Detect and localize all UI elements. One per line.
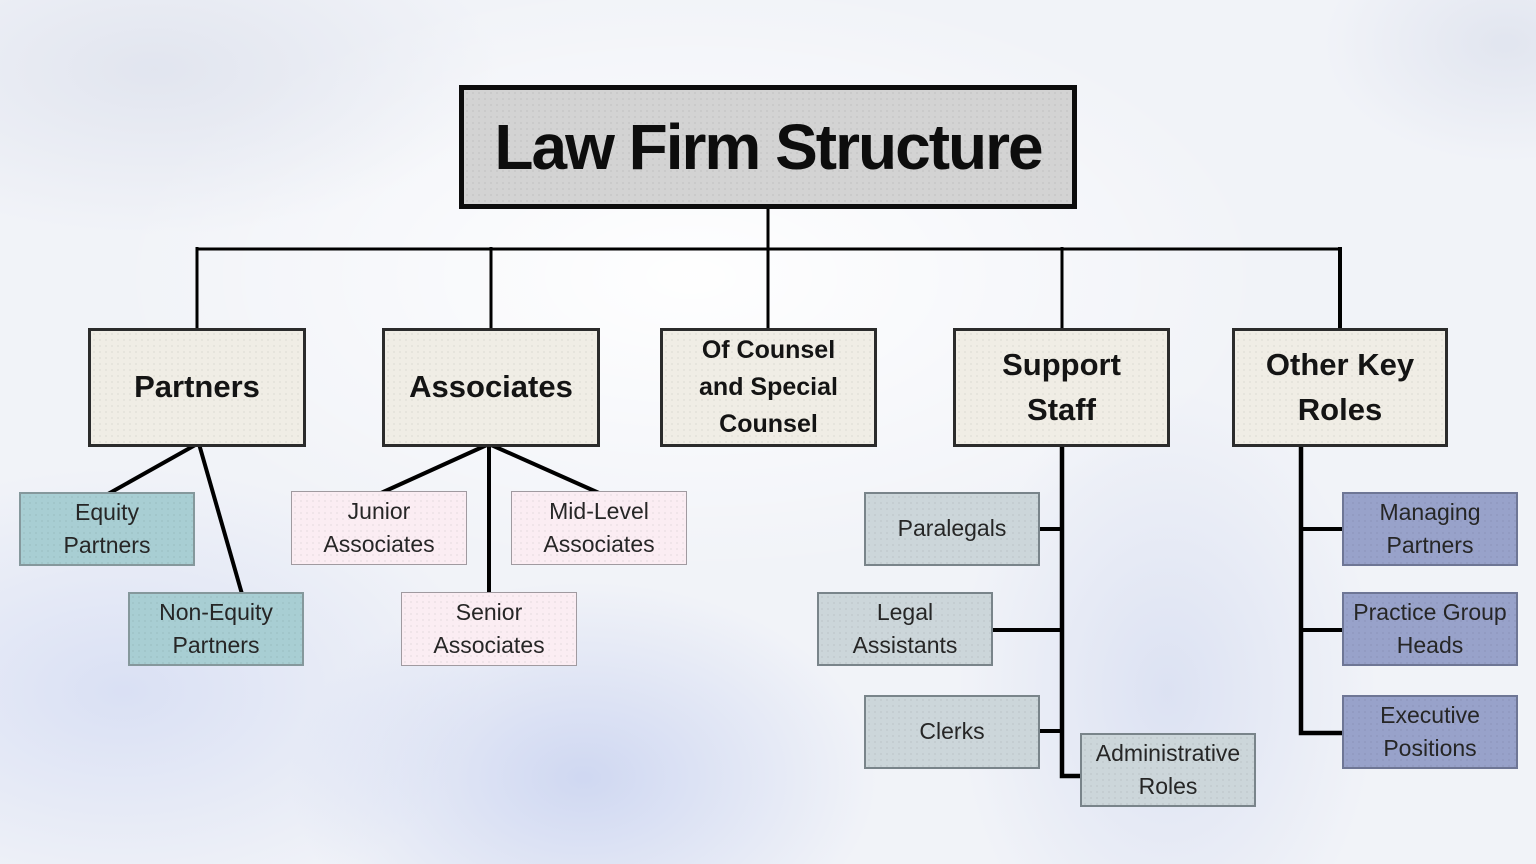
node-legal-assistants-label: Legal Assistants <box>852 598 958 658</box>
node-of-counsel-label: Of Counsel and Special Counsel <box>699 336 838 438</box>
node-managing-partners-label: Managing Partners <box>1379 498 1481 558</box>
node-non-equity-partners-label: Non-Equity Partners <box>159 598 273 658</box>
node-paralegals-label: Paralegals <box>897 515 1007 542</box>
node-paralegals: Paralegals <box>864 492 1040 566</box>
node-associates-label: Associates <box>409 369 573 405</box>
node-other-key-roles-label: Other Key Roles <box>1265 347 1415 427</box>
node-equity-partners-label: Equity Partners <box>63 498 151 558</box>
connector-partners-non-equity <box>197 443 244 595</box>
node-practice-group-heads: Practice Group Heads <box>1342 592 1518 666</box>
node-equity-partners: Equity Partners <box>19 492 195 566</box>
node-associates: Associates <box>382 328 600 447</box>
node-clerks-label: Clerks <box>919 718 985 745</box>
node-other-key-roles: Other Key Roles <box>1232 328 1448 447</box>
node-non-equity-partners: Non-Equity Partners <box>128 592 304 666</box>
node-senior-associates: Senior Associates <box>401 592 577 666</box>
node-administrative-roles-label: Administrative Roles <box>1095 739 1241 799</box>
connector-support-trunk <box>1059 443 1084 779</box>
node-managing-partners: Managing Partners <box>1342 492 1518 566</box>
connector-partners-equity <box>107 442 198 496</box>
node-mid-level-associates-label: Mid-Level Associates <box>543 497 655 557</box>
connector-other-trunk <box>1298 443 1346 736</box>
node-support-staff-label: Support Staff <box>1002 347 1121 427</box>
node-title: Law Firm Structure <box>459 85 1077 209</box>
node-clerks: Clerks <box>864 695 1040 769</box>
node-practice-group-heads-label: Practice Group Heads <box>1353 598 1507 658</box>
node-junior-associates-label: Junior Associates <box>323 497 435 557</box>
node-partners-label: Partners <box>134 369 260 405</box>
node-support-staff: Support Staff <box>953 328 1170 447</box>
node-of-counsel: Of Counsel and Special Counsel <box>660 328 877 447</box>
connector-associates-junior <box>380 442 490 495</box>
node-legal-assistants: Legal Assistants <box>817 592 993 666</box>
node-partners: Partners <box>88 328 306 447</box>
node-executive-positions-label: Executive Positions <box>1380 701 1480 761</box>
node-junior-associates: Junior Associates <box>291 491 467 565</box>
node-executive-positions: Executive Positions <box>1342 695 1518 769</box>
node-title-label: Law Firm Structure <box>494 111 1043 183</box>
node-administrative-roles: Administrative Roles <box>1080 733 1256 807</box>
node-senior-associates-label: Senior Associates <box>433 598 545 658</box>
connector-associates-mid-level <box>488 442 600 495</box>
node-mid-level-associates: Mid-Level Associates <box>511 491 687 565</box>
